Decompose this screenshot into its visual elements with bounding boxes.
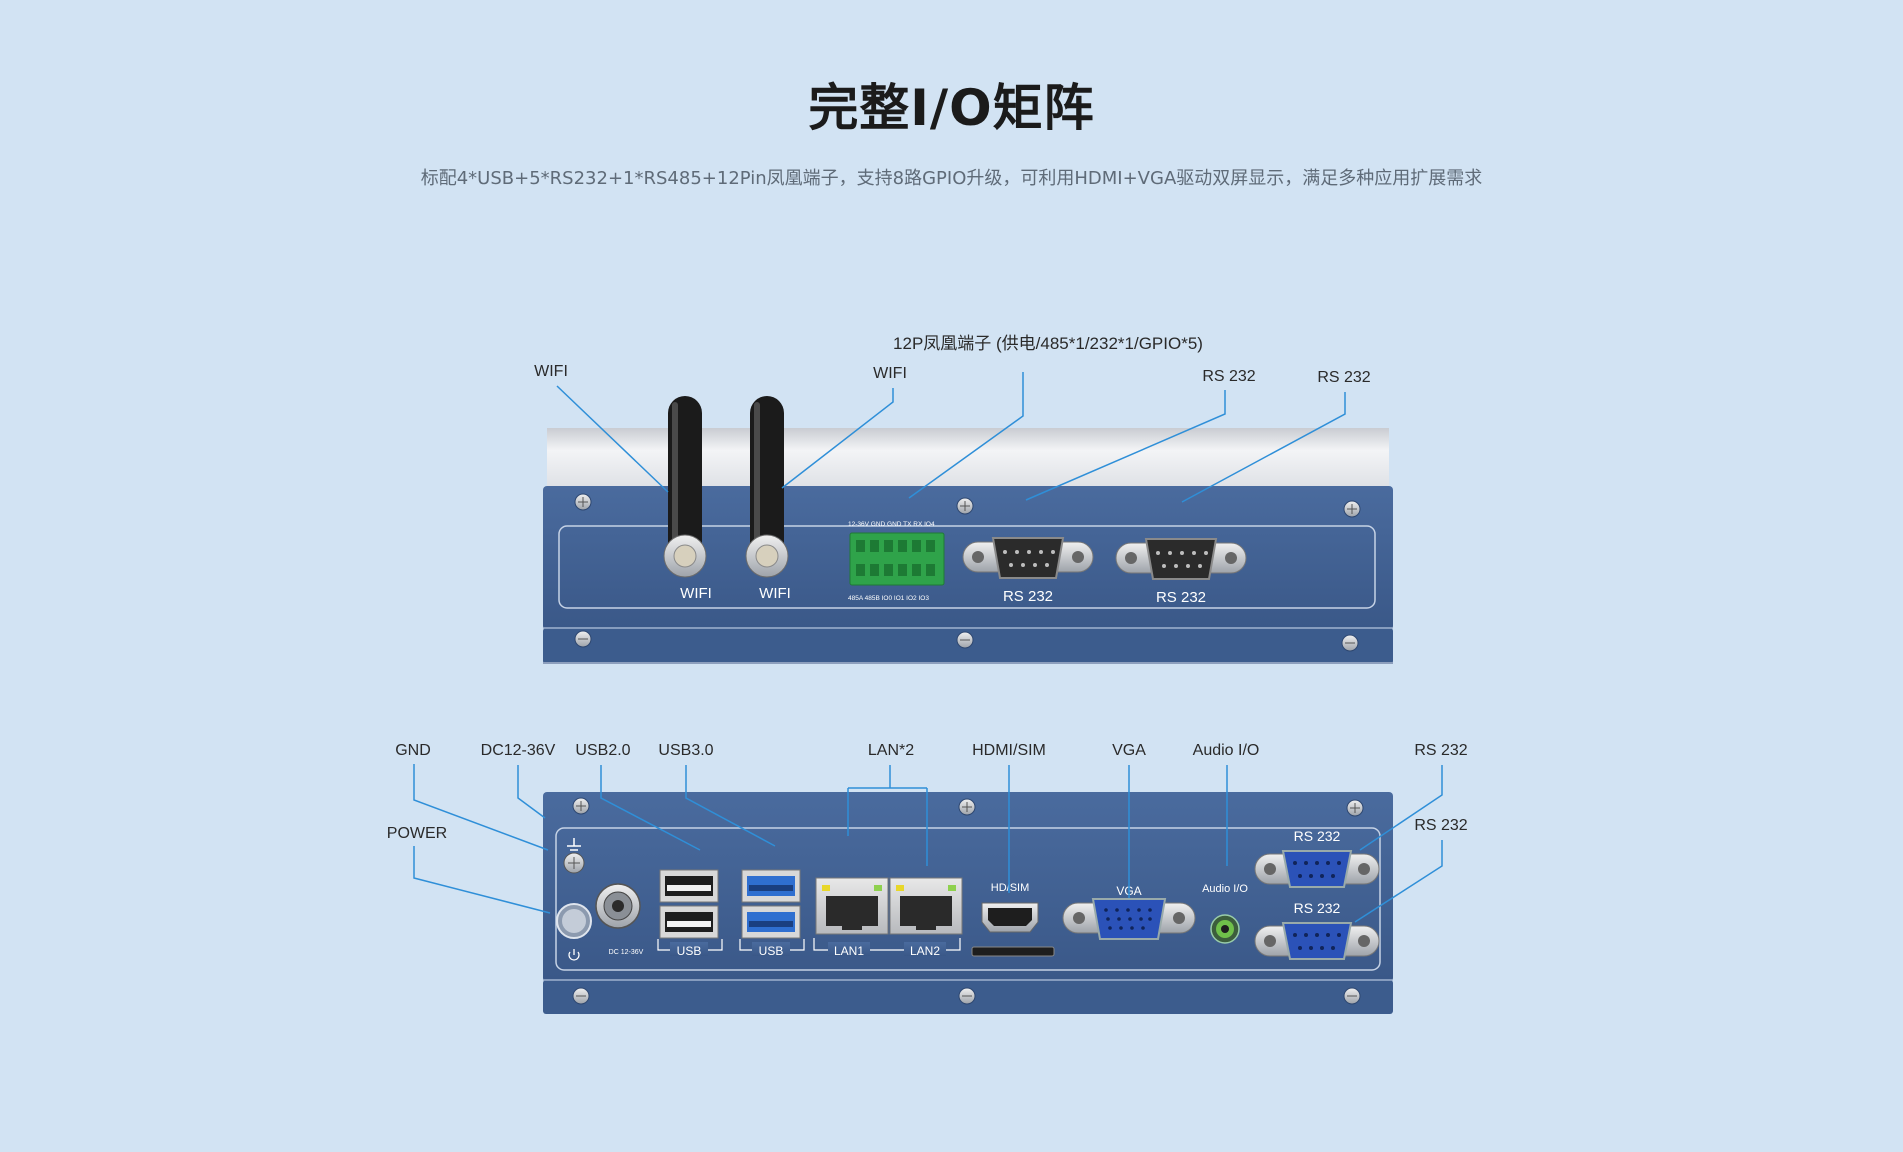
top-device-panel: WIFI WIFI 12-36V GND GND TX RX IO4 485A … xyxy=(543,372,1393,664)
callout-rs232-bottom-1: RS 232 xyxy=(1414,742,1468,759)
screw-icon xyxy=(572,797,590,815)
screw-icon xyxy=(1346,799,1364,817)
bottom-callout-lines xyxy=(413,764,1443,923)
printed-lan2: LAN2 xyxy=(910,944,940,958)
screw-icon xyxy=(1343,987,1361,1005)
printed-rs232-top-2: RS 232 xyxy=(1156,589,1206,606)
callout-lan: LAN*2 xyxy=(867,742,915,759)
printed-lan1: LAN1 xyxy=(834,944,864,958)
callout-terminal-block: 12P凤凰端子 (供电/485*1/232*1/GPIO*5) xyxy=(893,334,1203,353)
screw-icon xyxy=(956,497,974,515)
usb3-port-icon xyxy=(741,905,801,939)
printed-hdsim: HD/SIM xyxy=(991,882,1030,894)
rj45-port-icon xyxy=(815,877,889,935)
screw-icon xyxy=(1341,634,1359,652)
callout-rs232-top-1: RS 232 xyxy=(1202,368,1256,385)
audio-jack-icon xyxy=(1210,914,1240,944)
printed-rs232-top-1: RS 232 xyxy=(1003,588,1053,605)
top-inner-outline xyxy=(558,525,1376,609)
db9-connector-icon xyxy=(1115,538,1247,580)
gnd-screw-icon xyxy=(563,852,585,874)
page-title: 完整I/O矩阵 xyxy=(808,79,1095,137)
screw-icon xyxy=(956,631,974,649)
terminal-block-icon xyxy=(849,532,945,586)
sim-slot-icon xyxy=(971,946,1055,957)
callout-wifi-1: WIFI xyxy=(534,363,568,380)
usb3-port-icon xyxy=(741,869,801,903)
callout-dc12-36v: DC12-36V xyxy=(480,742,556,759)
usb2-port-icon xyxy=(659,869,719,903)
screw-icon xyxy=(958,798,976,816)
ground-symbol-icon xyxy=(567,838,581,851)
page-subtitle: 标配4*USB+5*RS232+1*RS485+12Pin凤凰端子，支持8路GP… xyxy=(420,168,1483,189)
bottom-device-panel: DC 12-36V USB USB xyxy=(413,764,1443,1014)
callout-hdmi-sim: HDMI/SIM xyxy=(972,742,1046,759)
screw-icon xyxy=(572,987,590,1005)
callout-rs232-bottom-2: RS 232 xyxy=(1414,817,1468,834)
callout-audio: Audio I/O xyxy=(1192,742,1260,759)
screw-icon xyxy=(574,493,592,511)
printed-terminal-bottom: 485A 485B IO0 IO1 IO2 IO3 xyxy=(848,595,929,602)
callout-power: POWER xyxy=(386,825,448,842)
printed-wifi-1: WIFI xyxy=(680,585,712,602)
printed-audio: Audio I/O xyxy=(1202,883,1248,895)
top-callout-lines xyxy=(556,372,1346,503)
screw-icon xyxy=(574,630,592,648)
db9-connector-icon xyxy=(1254,850,1380,888)
vga-port-icon xyxy=(1062,898,1196,940)
printed-rs232-bottom-1: RS 232 xyxy=(1294,828,1341,844)
callout-usb3: USB3.0 xyxy=(658,742,714,759)
printed-usb-a: USB xyxy=(677,944,702,958)
printed-wifi-2: WIFI xyxy=(759,585,791,602)
usb2-port-icon xyxy=(659,905,719,939)
db9-connector-icon xyxy=(962,537,1094,579)
callout-wifi-2: WIFI xyxy=(873,365,907,382)
printed-dc: DC 12-36V xyxy=(609,949,644,956)
callout-usb2: USB2.0 xyxy=(575,742,631,759)
screw-icon xyxy=(1343,500,1361,518)
rj45-port-icon xyxy=(889,877,963,935)
db9-connector-icon xyxy=(1254,922,1380,960)
callout-rs232-top-2: RS 232 xyxy=(1317,369,1371,386)
power-button-icon[interactable] xyxy=(556,903,592,939)
dc-jack-icon xyxy=(595,883,641,929)
wifi-antenna-2-icon xyxy=(745,396,789,578)
printed-terminal-top: 12-36V GND GND TX RX IO4 xyxy=(848,521,935,528)
callout-gnd: GND xyxy=(395,742,431,759)
bottom-inner-outline xyxy=(555,827,1381,971)
hdmi-port-icon xyxy=(981,902,1039,933)
printed-rs232-bottom-2: RS 232 xyxy=(1294,900,1341,916)
power-symbol-icon xyxy=(568,949,580,961)
wifi-antenna-1-icon xyxy=(663,396,707,578)
callout-vga: VGA xyxy=(1112,742,1146,759)
printed-usb-b: USB xyxy=(759,944,784,958)
screw-icon xyxy=(958,987,976,1005)
